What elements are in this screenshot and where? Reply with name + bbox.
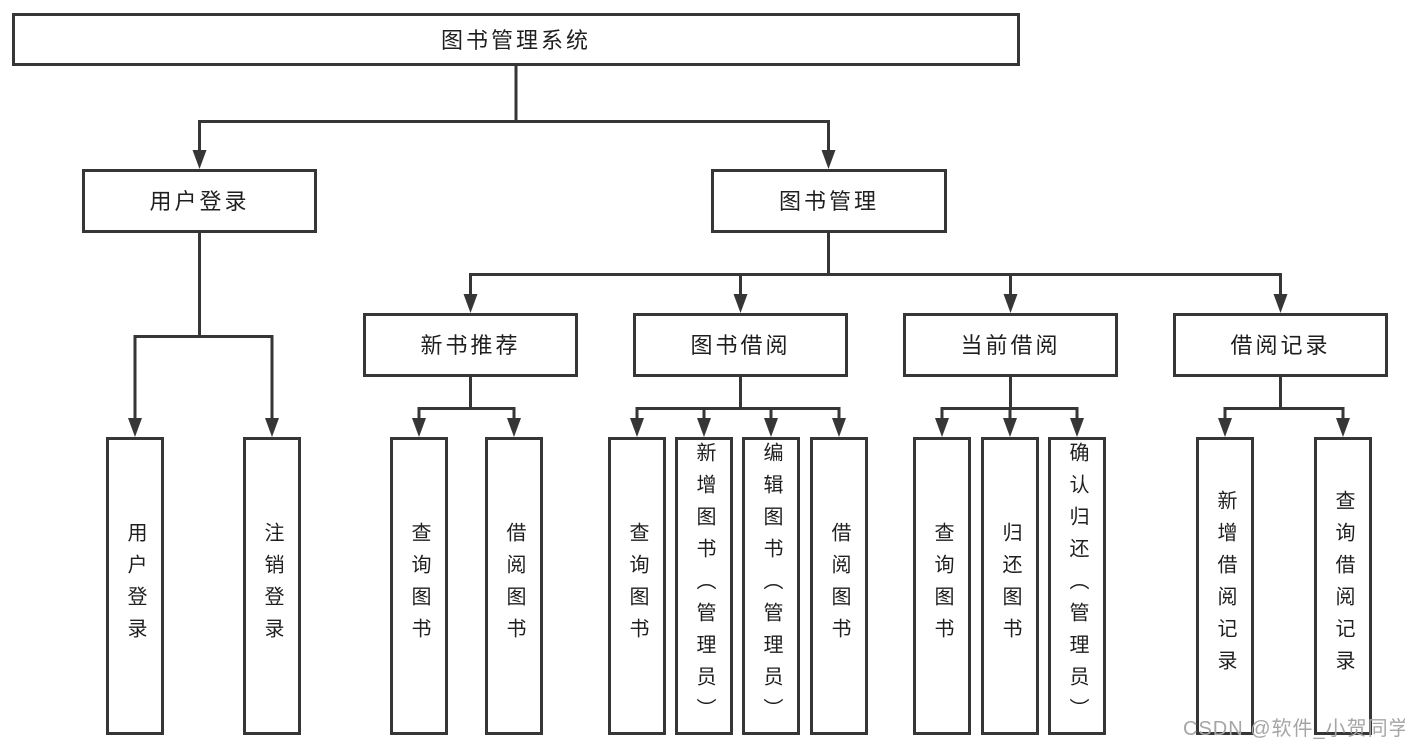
node-book-management: 图书管理 xyxy=(711,169,947,233)
arrowhead xyxy=(821,150,836,169)
leaf-user-login: 用户登录 xyxy=(106,437,164,735)
csdn-watermark: CSDN @软件_小贺同学 xyxy=(1183,718,1405,740)
leaf-records-query-record: 查询借阅记录 xyxy=(1314,437,1372,735)
arrowhead xyxy=(1336,418,1350,437)
arrowhead xyxy=(412,418,426,437)
leaf-records-add-record: 新增借阅记录 xyxy=(1196,437,1254,735)
arrowhead xyxy=(1218,418,1232,437)
node-book-borrowing: 图书借阅 xyxy=(633,313,848,377)
leaf-borrow-edit-book-admin: 编辑图书（管理员） xyxy=(742,437,800,735)
arrowhead xyxy=(192,150,207,169)
arrowhead xyxy=(935,418,949,437)
node-user-login: 用户登录 xyxy=(82,169,317,233)
arrowhead xyxy=(630,418,644,437)
arrowhead xyxy=(832,418,846,437)
connector-bookborrow-to-leaves xyxy=(635,377,841,420)
node-new-book-recommend: 新书推荐 xyxy=(363,313,578,377)
connector-currentborrow-to-leaves xyxy=(940,377,1079,420)
arrowhead xyxy=(128,418,142,437)
node-borrowing-records: 借阅记录 xyxy=(1173,313,1388,377)
node-root-system: 图书管理系统 xyxy=(12,13,1020,66)
arrowhead xyxy=(463,294,478,313)
leaf-current-return-book: 归还图书 xyxy=(981,437,1039,735)
leaf-logout: 注销登录 xyxy=(243,437,301,735)
arrowhead xyxy=(1003,418,1017,437)
connector-userlogin-to-leaves xyxy=(133,233,274,420)
arrowhead xyxy=(1273,294,1288,313)
connector-borrowrecords-to-leaves xyxy=(1223,377,1345,420)
leaf-borrow-borrow-book: 借阅图书 xyxy=(810,437,868,735)
leaf-current-confirm-return-admin: 确认归还（管理员） xyxy=(1048,437,1106,735)
connector-root-to-level2 xyxy=(198,66,830,152)
connector-bookmgmt-to-level3 xyxy=(469,233,1282,296)
leaf-borrow-add-book-admin: 新增图书（管理员） xyxy=(675,437,733,735)
arrowhead xyxy=(697,418,711,437)
arrowhead xyxy=(1070,418,1084,437)
connector-newbookrec-to-leaves xyxy=(417,377,516,420)
arrowhead xyxy=(733,294,748,313)
leaf-current-query-book: 查询图书 xyxy=(913,437,971,735)
leaf-newrec-query-book: 查询图书 xyxy=(390,437,448,735)
leaf-borrow-query-book: 查询图书 xyxy=(608,437,666,735)
arrowhead xyxy=(507,418,521,437)
arrowhead xyxy=(764,418,778,437)
leaf-newrec-borrow-book: 借阅图书 xyxy=(485,437,543,735)
arrowhead xyxy=(265,418,279,437)
arrowhead xyxy=(1003,294,1018,313)
node-current-borrowing: 当前借阅 xyxy=(903,313,1118,377)
